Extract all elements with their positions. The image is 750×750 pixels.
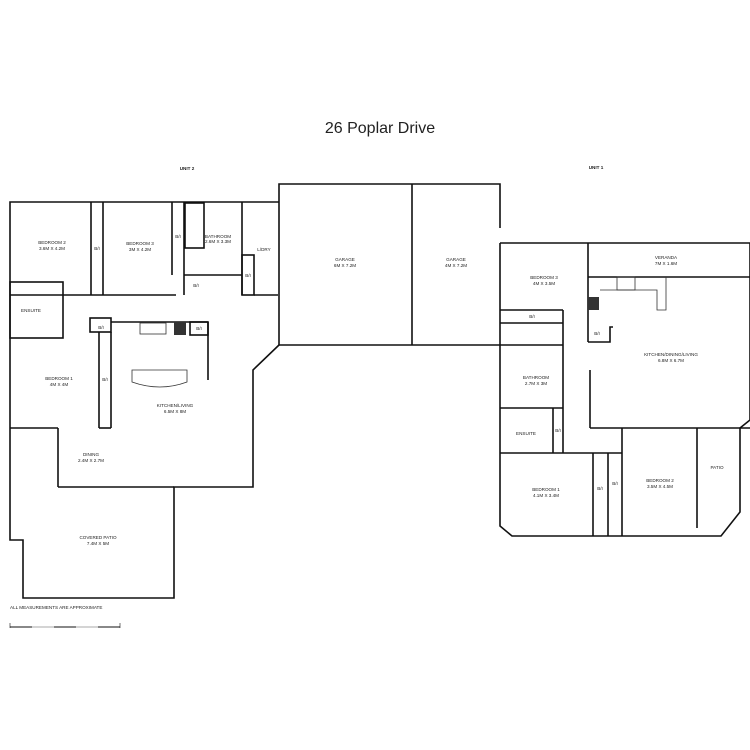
garage-walls [278, 183, 501, 346]
room-size: 2.6M X 3.3M [205, 239, 231, 244]
room-size: 4.1M X 3.4M [533, 493, 559, 498]
storage-label: B/I [245, 273, 251, 278]
storage-label: B/I [529, 314, 535, 319]
storage-label: B/I [597, 486, 603, 491]
storage-label: B/I [102, 377, 108, 382]
room-size: 7.4M X 5M [87, 541, 109, 546]
scale-bar [9, 623, 121, 628]
room-name: BEDROOM 1 [532, 487, 560, 492]
storage-label: B/I [196, 326, 202, 331]
unit-1-label: UNIT 1 [589, 165, 604, 170]
room-name: BEDROOM 3 [126, 241, 154, 246]
room-size: 3.6M X 4.2M [39, 246, 65, 251]
room-size: 2.4M X 2.7M [78, 458, 104, 463]
room-size: 7M X 1.6M [655, 261, 677, 266]
room-size: 6.5M X 8M [164, 409, 186, 414]
room-size: 6M X 7.2M [334, 263, 356, 268]
storage-label: B/I [98, 325, 104, 330]
room-name: BEDROOM 2 [646, 478, 674, 483]
room-size: 2.7M X 3M [525, 381, 547, 386]
measurement-note: ALL MEASUREMENTS ARE APPROXIMATE [10, 605, 102, 610]
room-name: BEDROOM 2 [38, 240, 66, 245]
room-size: 4M X 3.5M [533, 281, 555, 286]
room-name: COVERED PATIO [79, 535, 117, 540]
room-name: ENSUITE [516, 431, 536, 436]
room-name: KITCHEN/LIVING [157, 403, 194, 408]
room-name: PATIO [710, 465, 724, 470]
storage-label: B/I [175, 234, 181, 239]
room-name: GARAGE [446, 257, 466, 262]
unit-1-labels: GARAGE 4M X 7.2M BEDROOM 3 4M X 3.5M VER… [445, 255, 724, 498]
room-name: L/DRY [257, 247, 270, 252]
storage-label: B/I [193, 283, 199, 288]
unit-2-walls [9, 201, 280, 599]
storage-label: B/I [594, 331, 600, 336]
storage-label: B/I [555, 428, 561, 433]
room-name: BEDROOM 1 [45, 376, 73, 381]
storage-label: B/I [94, 246, 100, 251]
room-name: BATHROOM [523, 375, 549, 380]
room-size: 3.5M X 4.5M [647, 484, 673, 489]
unit-2-label: UNIT 2 [180, 166, 195, 171]
storage-label: B/I [612, 481, 618, 486]
room-size: 6.8M X 6.7M [658, 358, 684, 363]
room-name: KITCHEN/DINING/LIVING [644, 352, 698, 357]
room-size: 3M X 4.2M [129, 247, 151, 252]
room-name: GARAGE [335, 257, 355, 262]
room-name: DINING [83, 452, 100, 457]
room-name: VERANDA [655, 255, 678, 260]
room-name: BEDROOM 3 [530, 275, 558, 280]
unit-1-walls [499, 242, 750, 537]
plan-title: 26 Poplar Drive [325, 120, 435, 137]
room-size: 4M X 7.2M [445, 263, 467, 268]
room-name: BATHROOM [205, 234, 231, 239]
room-name: ENSUITE [21, 308, 41, 313]
unit-2-labels: BEDROOM 2 3.6M X 4.2M BEDROOM 3 3M X 4.2… [21, 234, 356, 546]
room-size: 4M X 4M [50, 382, 69, 387]
